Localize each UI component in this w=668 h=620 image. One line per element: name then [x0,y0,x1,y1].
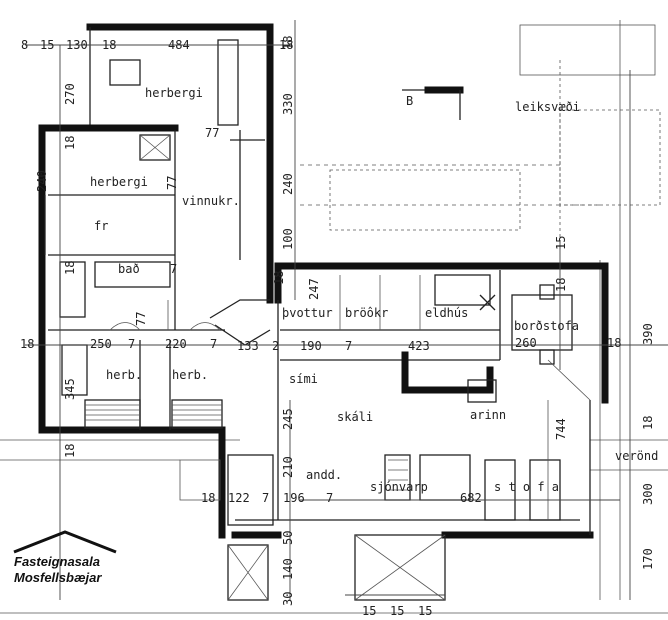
dimension-numbers: 8 15 130 18 484 18 270 18 240 18 345 18 … [20,36,655,618]
dim-390: 390 [641,323,655,345]
dim-484: 484 [168,38,190,52]
dim-8: 8 [21,38,28,52]
dim-2: 2 [272,339,279,353]
dim-50: 50 [281,531,295,545]
dim-140: 140 [281,558,295,580]
dim-77: 77 [205,126,219,140]
dim-15: 15 [362,604,376,618]
label-simi: sími [289,372,318,386]
dim-220: 220 [165,337,187,351]
logo-line-2: Mosfellsbæjar [14,570,102,585]
label-skali: skáli [337,410,373,424]
logo-line-1: Fasteignasala [14,554,100,569]
agency-logo: Fasteignasala Mosfellsbæjar [13,530,117,585]
dim-330: 330 [281,93,295,115]
dim-682: 682 [460,491,482,505]
dim-190: 190 [300,339,322,353]
dim-18: 18 [63,261,77,275]
label-verond: verönd [615,449,658,463]
label-arinn: arinn [470,408,506,422]
dim-18: 18 [63,444,77,458]
dim-18: 18 [20,337,34,351]
room-labels: herbergi herbergi vinnukr. bað fr herb. … [90,86,658,494]
label-herbergi-top: herbergi [145,86,203,100]
dim-15: 15 [40,38,54,52]
dim-122: 122 [228,491,250,505]
dim-423: 423 [408,339,430,353]
label-borokr: bröôkr [345,306,388,320]
dim-77: 77 [134,312,148,326]
dim-18: 18 [102,38,116,52]
label-marker-b: B [406,94,413,108]
dim-18: 18 [281,36,295,50]
dim-100: 100 [281,228,295,250]
dim-15: 15 [418,604,432,618]
dimension-lines [25,20,668,600]
dim-300: 300 [641,483,655,505]
dim-7: 7 [326,491,333,505]
dim-15: 15 [554,236,568,250]
dim-245: 245 [281,408,295,430]
dim-130: 130 [66,38,88,52]
dim-210: 210 [281,456,295,478]
label-stofa: s t o f a [494,480,559,494]
background-grid [0,20,668,614]
label-herbergi-mid: herbergi [90,175,148,189]
label-herb-1: herb. [106,368,142,382]
dim-18: 18 [272,271,286,285]
dim-247: 247 [307,278,321,300]
dim-7: 7 [128,337,135,351]
label-leiksvaedi: leiksvæði [515,100,580,114]
label-fr: fr [94,219,108,233]
dim-7: 7 [345,339,352,353]
label-bad: bað [118,262,140,276]
label-andd: andd. [306,468,342,482]
dim-240: 240 [35,170,49,192]
dim-744: 744 [554,418,568,440]
label-eldhus: eldhús [425,306,468,320]
dim-7: 7 [170,262,177,276]
dim-170: 170 [641,548,655,570]
dim-345: 345 [63,378,77,400]
dim-240: 240 [281,173,295,195]
dim-18: 18 [201,491,215,505]
label-bordstofa: borðstofa [514,319,579,333]
dim-18: 18 [607,336,621,350]
dim-250: 250 [90,337,112,351]
dim-7: 7 [262,491,269,505]
dim-270: 270 [63,83,77,105]
label-herb-2: herb. [172,368,208,382]
dim-15: 15 [390,604,404,618]
dim-30: 30 [281,592,295,606]
dim-133: 133 [237,339,259,353]
dim-18: 18 [554,278,568,292]
dim-77: 77 [165,176,179,190]
dim-260: 260 [515,336,537,350]
dim-18: 18 [63,136,77,150]
label-sjonvarp: sjónvarp [370,480,428,494]
main-building-walls [179,262,609,601]
label-thvottur: þvottur [282,306,333,320]
dim-18: 18 [279,38,293,52]
left-wing-walls [38,23,274,459]
dim-7: 7 [210,337,217,351]
dim-196: 196 [283,491,305,505]
dim-18: 18 [641,416,655,430]
label-vinnukr: vinnukr. [182,194,240,208]
